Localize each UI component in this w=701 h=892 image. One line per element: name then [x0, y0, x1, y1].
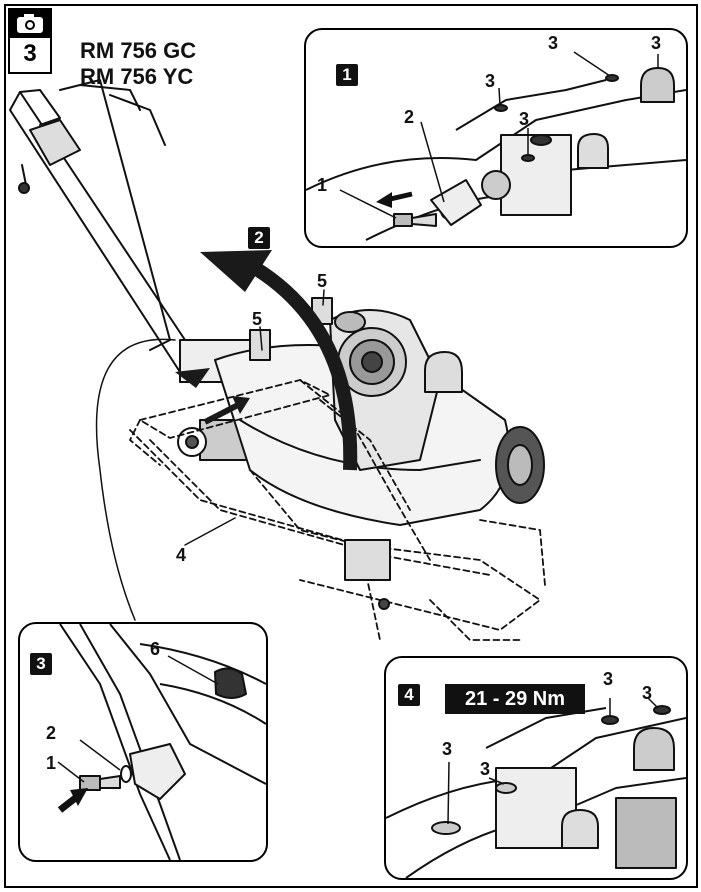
step-3-label: 3: [30, 653, 52, 675]
callout-part-5-left: 5: [252, 309, 263, 329]
inset1-callout-hole-4: 3: [651, 33, 662, 53]
step-4-label: 4: [398, 684, 420, 706]
inset1-callout-hole-1: 3: [485, 71, 496, 91]
model-name-2: RM 756 YC: [80, 64, 194, 89]
model-name-1: RM 756 GC: [80, 38, 197, 63]
figure-badge: 3: [8, 8, 52, 74]
inset3-callout-screw: 1: [46, 753, 57, 773]
camera-icon: [10, 10, 50, 38]
inset-3-screw-fitting: [18, 622, 268, 862]
step-2-label: 2: [248, 227, 270, 249]
inset4-callout-4: 3: [480, 759, 491, 779]
inset1-callout-hole-2: 3: [519, 109, 530, 129]
inset4-callout-3: 3: [442, 739, 453, 759]
inset3-callout-washer: 2: [46, 723, 57, 743]
torque-value: 21 - 29 Nm: [445, 684, 585, 714]
callout-part-5-right: 5: [317, 271, 328, 291]
page-frame: [4, 4, 698, 888]
inset3-callout-damper: 6: [150, 639, 161, 659]
inset1-callout-washer: 2: [404, 107, 415, 127]
callout-part-4: 4: [176, 545, 187, 565]
inset4-callout-2: 3: [642, 683, 653, 703]
inset1-callout-hole-3: 3: [548, 33, 559, 53]
inset4-callout-1: 3: [603, 669, 614, 689]
inset-1-screw-removal: [304, 28, 688, 248]
figure-number: 3: [23, 40, 37, 67]
step-1-label: 1: [336, 64, 358, 86]
inset1-callout-screw: 1: [317, 175, 328, 195]
